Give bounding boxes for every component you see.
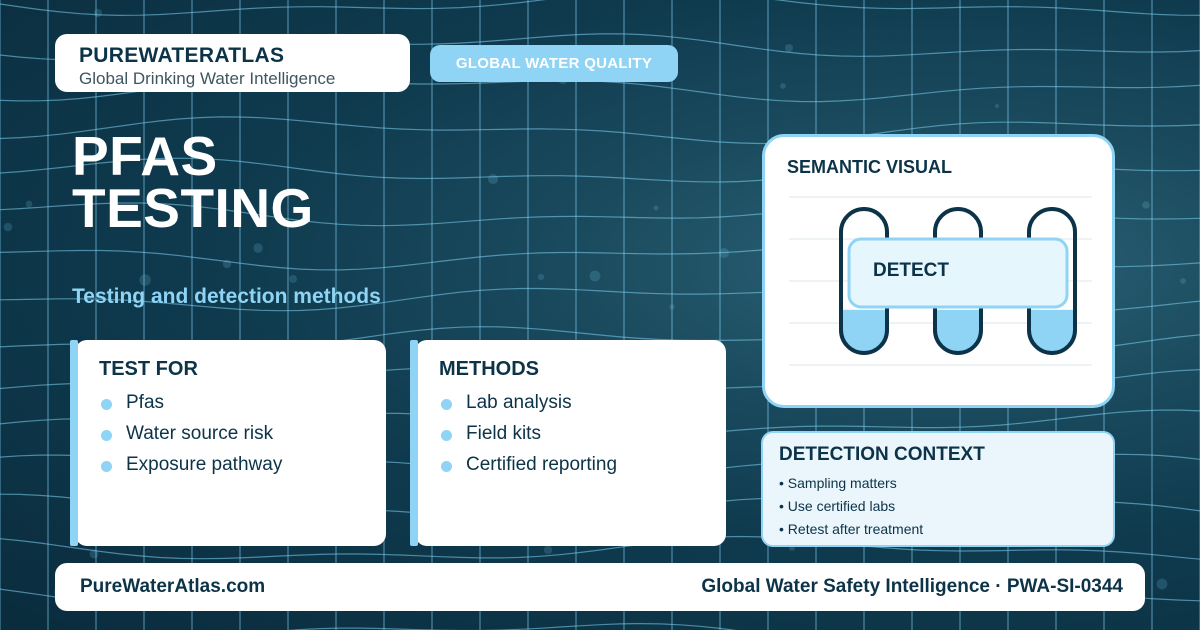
semantic-visual-title: SEMANTIC VISUAL [787, 157, 953, 177]
category-badge: GLOBAL WATER QUALITY [430, 45, 678, 82]
detect-label-panel [847, 237, 1069, 309]
methods-list: Lab analysis Field kits Certified report… [439, 387, 726, 480]
test-tubes-illustration: DETECT [789, 196, 1092, 366]
test-for-list: Pfas Water source risk Exposure pathway [99, 387, 386, 480]
test-for-title: TEST FOR [99, 358, 198, 380]
list-item: Lab analysis [439, 387, 726, 418]
brand-tagline: Global Drinking Water Intelligence [79, 69, 336, 88]
page-title-line-2: TESTING [72, 177, 314, 239]
list-item-label: Pfas [126, 391, 165, 413]
detection-context-list: • Sampling matters • Use certified labs … [779, 472, 1113, 541]
list-item: Field kits [439, 418, 726, 449]
list-item-label: Certified reporting [466, 453, 618, 475]
methods-card: METHODS Lab analysis Field kits Certifie… [410, 340, 726, 546]
page-subtitle: Testing and detection methods [72, 285, 381, 308]
bullet-dot-icon [441, 461, 452, 472]
footer-tagline: Global Water Safety Intelligence · PWA-S… [701, 576, 1123, 597]
list-item-label: Exposure pathway [126, 453, 283, 475]
page-title: PFAS TESTING [72, 125, 592, 239]
list-item: • Use certified labs [779, 498, 896, 514]
page-title-line-1: PFAS [72, 125, 218, 187]
bullet-dot-icon [441, 430, 452, 441]
brand-name: PUREWATERATLAS [79, 44, 285, 67]
bullet-dot-icon [441, 399, 452, 410]
bullet-dot-icon [101, 461, 112, 472]
list-item-label: Lab analysis [466, 391, 572, 413]
list-item-label: Field kits [466, 422, 541, 444]
list-item: Water source risk [99, 418, 386, 449]
bullet-dot-icon [101, 430, 112, 441]
methods-title: METHODS [439, 358, 539, 380]
detect-label: DETECT [873, 260, 949, 281]
list-item: • Retest after treatment [779, 521, 924, 537]
test-for-card: TEST FOR Pfas Water source risk Exposure… [70, 340, 386, 546]
list-item: Pfas [99, 387, 386, 418]
detection-context-card: DETECTION CONTEXT • Sampling matters • U… [761, 431, 1115, 547]
list-item: Exposure pathway [99, 449, 386, 480]
list-item-label: Water source risk [126, 422, 274, 444]
footer-bar: PureWaterAtlas.com Global Water Safety I… [55, 563, 1145, 611]
detection-context-title: DETECTION CONTEXT [779, 444, 985, 465]
list-item: Certified reporting [439, 449, 726, 480]
list-item: • Sampling matters [779, 475, 897, 491]
bullet-dot-icon [101, 399, 112, 410]
footer-site-link[interactable]: PureWaterAtlas.com [80, 576, 266, 597]
semantic-visual-card: DETECT SEMANTIC VISUAL [762, 134, 1115, 408]
brand-card: PUREWATERATLAS Global Drinking Water Int… [55, 34, 410, 92]
